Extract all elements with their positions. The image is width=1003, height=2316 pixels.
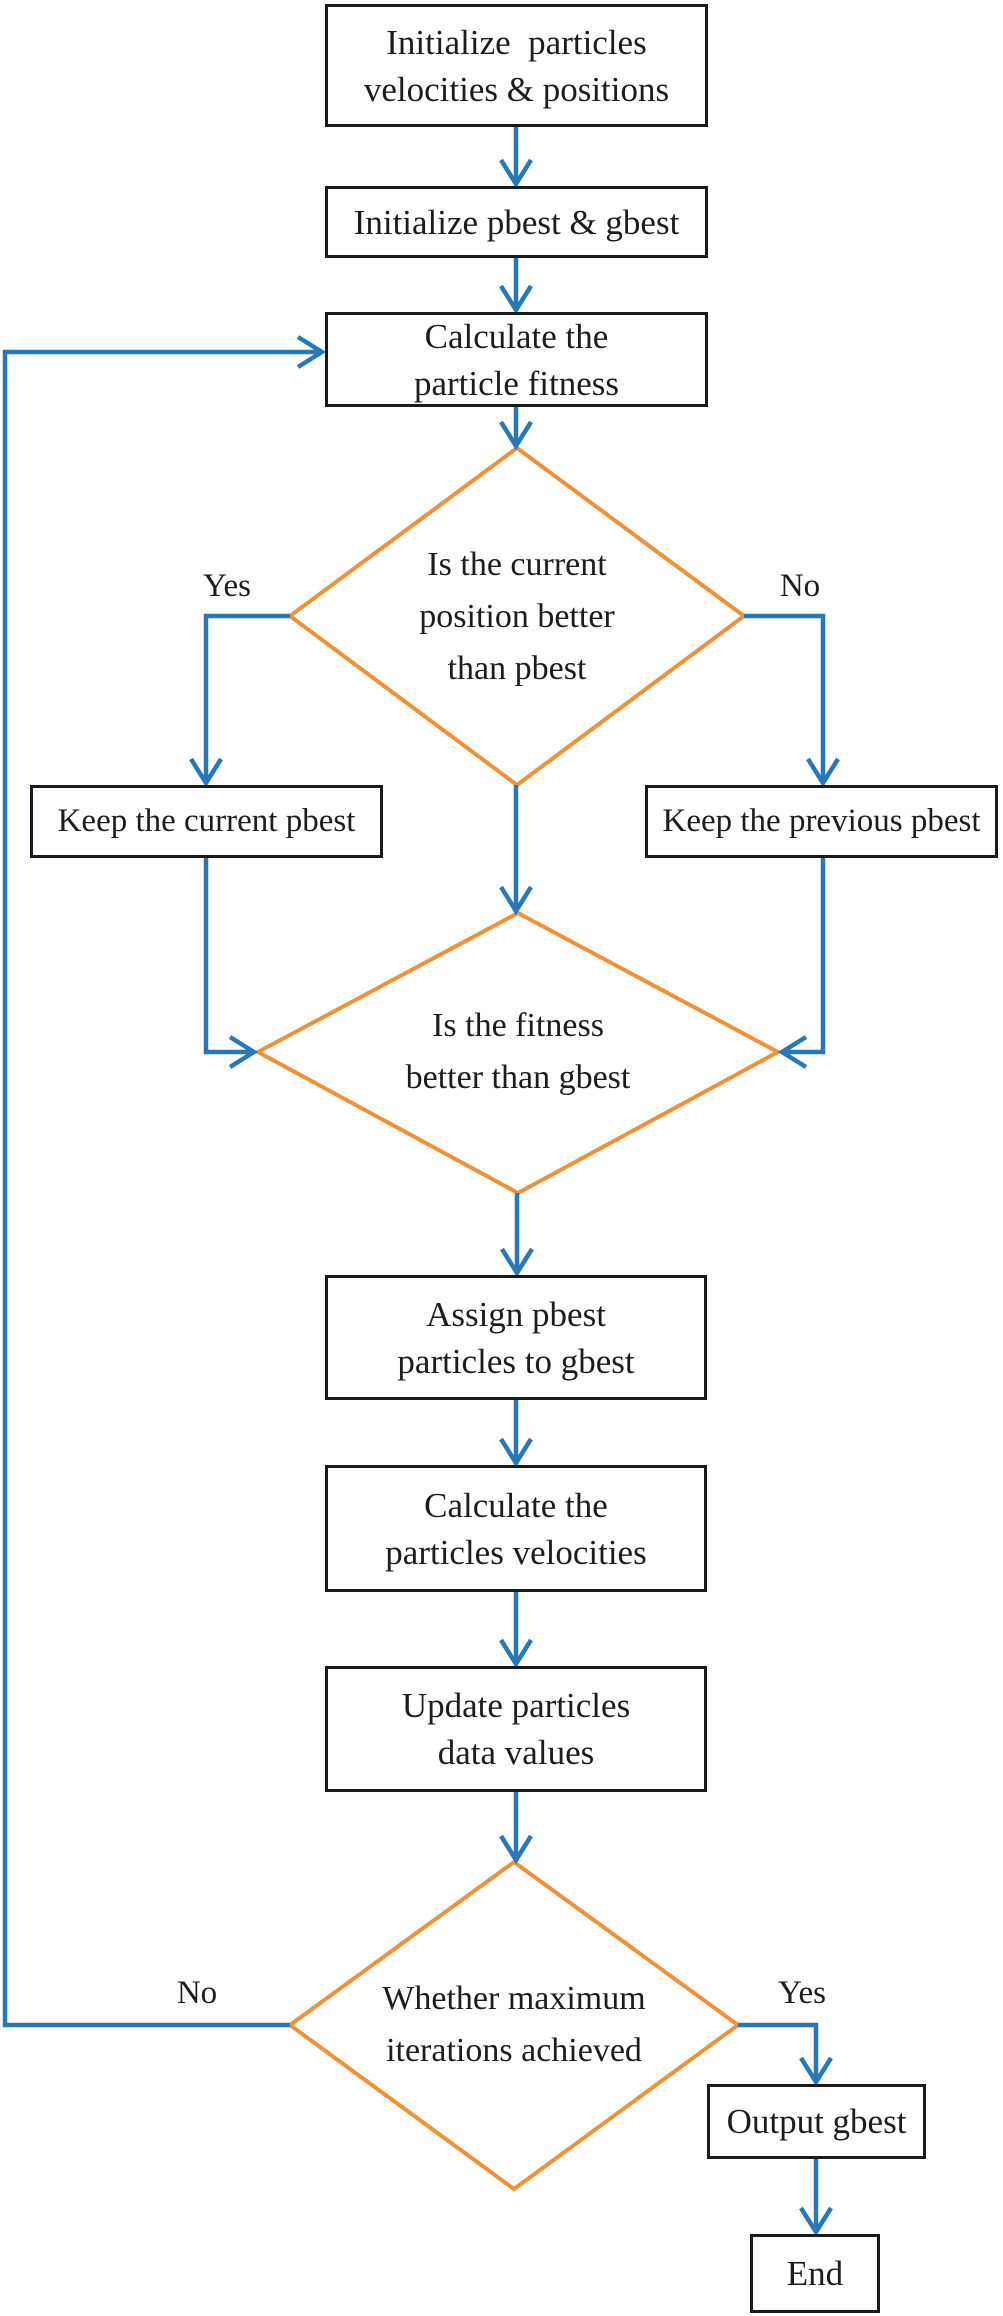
arrowhead-icon [499,420,533,451]
arrow-keep-previous-to-gbest-check [782,858,826,1055]
branch-label-iterations-no: No [176,1975,218,2011]
arrowhead-icon [189,757,223,788]
arrowhead-icon [499,1834,533,1865]
node-init-particles: Initialize particles velocities & positi… [325,4,708,127]
arrowhead-icon [500,1247,534,1278]
node-update-particles: Update particles data values [325,1666,707,1792]
arrowhead-icon [806,757,840,788]
branch-label-pbest-no: No [779,568,821,604]
node-assign-gbest: Assign pbest particles to gbest [325,1275,707,1400]
arrow-iterations-yes-to-output [738,2022,819,2082]
arrowhead-icon [296,335,327,369]
arrowhead-icon [499,158,533,189]
arrow-iterations-no-feedback-to-calc-fitness [2,349,322,2028]
node-calc-velocities: Calculate the particles velocities [325,1465,707,1592]
arrowhead-icon [799,2056,833,2087]
decision-text-pbest-check: Is the current position better than pbes… [419,546,615,687]
node-calc-fitness: Calculate the particle fitness [325,312,708,407]
arrow-keep-current-to-gbest-check [203,858,254,1055]
node-keep-previous-pbest: Keep the previous pbest [645,785,998,858]
arrow-pbest-yes-to-keep-current [203,613,290,783]
arrowhead-icon [499,885,533,916]
arrow-pbest-no-to-keep-previous [744,613,826,783]
arrowhead-icon [499,284,533,315]
branch-label-pbest-yes: Yes [202,568,252,604]
arrowhead-icon [228,1035,259,1069]
node-init-best: Initialize pbest & gbest [325,186,708,258]
decision-text-gbest-check: Is the fitness better than gbest [405,1007,631,1096]
decision-diamond-iterations-check [286,1859,742,2192]
arrowhead-icon [777,1035,808,1069]
node-keep-current-pbest: Keep the current pbest [30,785,383,858]
arrowhead-icon [499,1638,533,1669]
arrowhead-icon [499,1437,533,1468]
branch-label-iterations-yes: Yes [777,1975,827,2011]
node-output-gbest: Output gbest [707,2084,926,2159]
node-end: End [750,2234,880,2313]
arrowhead-icon [799,2206,833,2237]
decision-text-iterations-check: Whether maximum iterations achieved [382,1980,646,2069]
